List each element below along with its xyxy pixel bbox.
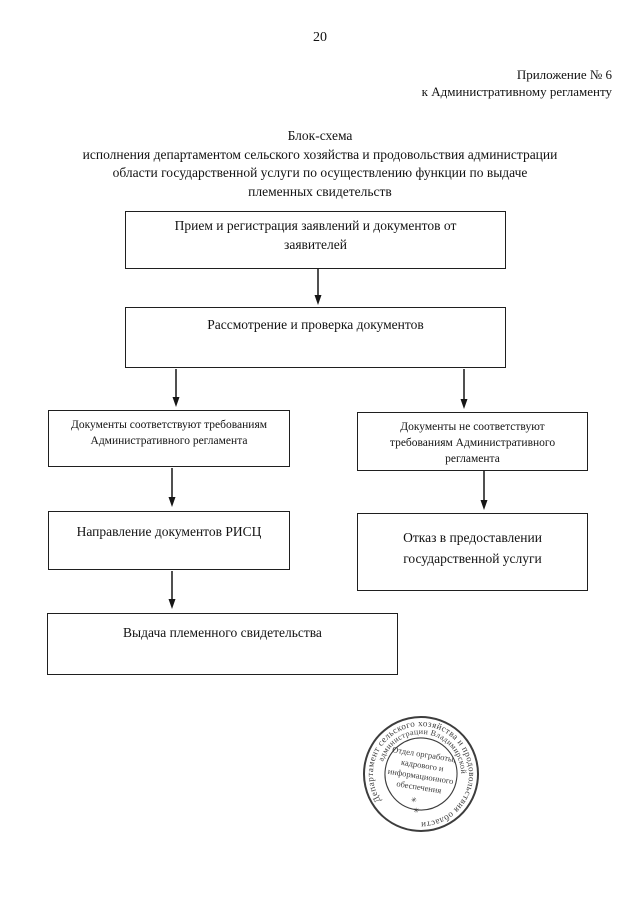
stamp-outer-circle	[363, 716, 479, 832]
flow-box-reception: Прием и регистрация заявлений и документ…	[125, 211, 506, 269]
stamp-inner-circle	[384, 737, 458, 811]
title-line-3: области государственной услуги по осущес…	[112, 165, 528, 180]
arrow-down-icon	[168, 468, 176, 507]
flow-box-send-risc: Направление документов РИСЦ	[48, 511, 290, 570]
arrow-down-icon	[314, 269, 322, 305]
stamp-center-text: Отдел оргработы, кадрового и информацион…	[387, 744, 456, 815]
stamp-asterisk-icon: ✳	[413, 806, 420, 815]
title-line-2: исполнения департаментом сельского хозяй…	[82, 146, 558, 162]
arrow-down-icon	[172, 369, 180, 407]
arrow-down-icon	[480, 471, 488, 510]
appendix-line-1: Приложение № 6	[516, 67, 612, 82]
official-stamp: Департамент сельского хозяйства и продов…	[357, 710, 485, 838]
flow-box-review: Рассмотрение и проверка документов	[125, 307, 506, 368]
title-line-4: племенных свидетельств	[248, 183, 392, 199]
page-number: 20	[313, 30, 327, 45]
flow-box-docs-comply: Документы соответствуют требованиям Адми…	[48, 410, 290, 467]
flow-box-refusal: Отказ в предоставлении государственной у…	[357, 513, 588, 591]
flow-box-docs-not-comply: Документы не соответствуют требованиям А…	[357, 412, 588, 471]
stamp-asterisk-icon: ✳	[410, 796, 417, 805]
arrow-down-icon	[460, 369, 468, 409]
document-title: Блок-схема исполнения департаментом сель…	[30, 127, 610, 201]
appendix-line-2: к Административному регламенту	[421, 84, 612, 99]
title-line-1: Блок-схема	[287, 128, 353, 143]
arrow-down-icon	[168, 571, 176, 609]
flow-box-issue-certificate: Выдача племенного свидетельства	[47, 613, 398, 675]
appendix-reference: Приложение № 6 к Административному регла…	[422, 66, 612, 100]
